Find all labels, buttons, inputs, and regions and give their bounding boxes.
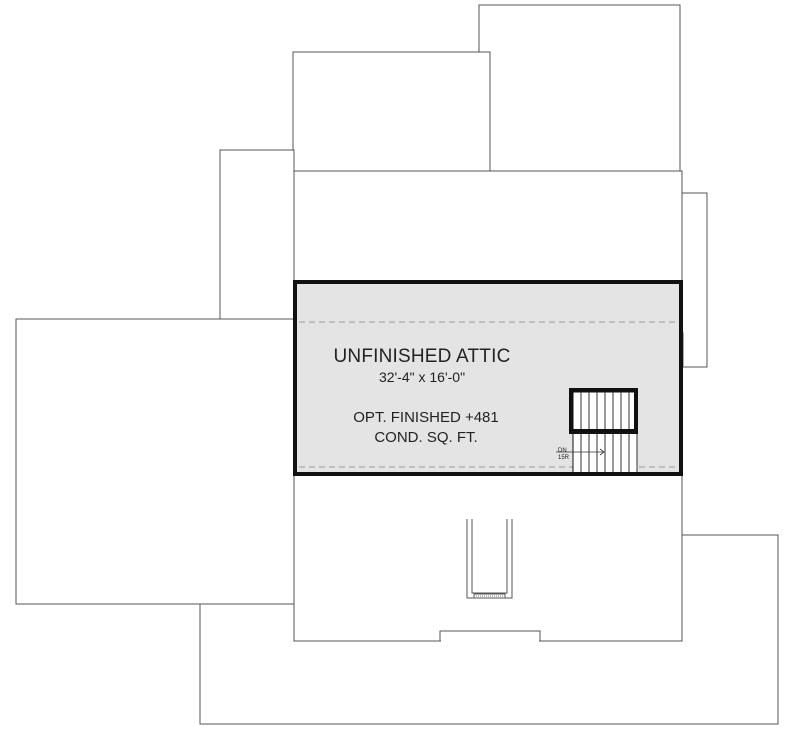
stair-risers-label: 15R [558,455,570,461]
option-note-line1: OPT. FINISHED +481 [353,409,499,426]
stair [556,388,638,472]
roof-outline-top-center [292,51,491,172]
roof-outline-left [15,318,295,605]
option-note-line2: COND. SQ. FT. [374,429,478,446]
roof-outline-top-right [478,4,681,172]
roof-outline-right-tab [681,192,708,368]
roof-outline-left-upper [219,149,295,321]
chimney-cap [473,593,506,599]
room-dimensions: 32'-4" x 16'-0" [378,369,466,385]
roof-notch [439,630,541,641]
stair-direction-label: DN [558,448,567,454]
room-name: UNFINISHED ATTIC [333,346,511,367]
